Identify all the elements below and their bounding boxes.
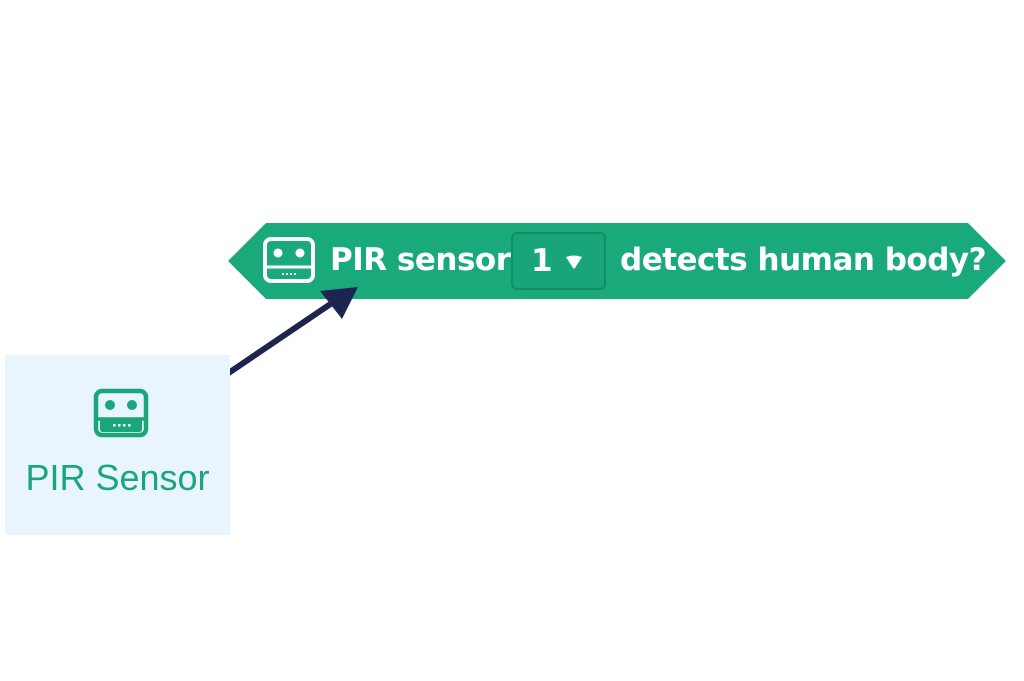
- category-pir-sensor[interactable]: PIR Sensor: [5, 355, 230, 535]
- block-label-suffix: detects human body?: [620, 242, 987, 278]
- pir-sensor-detects-block[interactable]: PIR sensor 1 detects human body?: [228, 223, 1006, 299]
- pir-sensor-icon: [93, 388, 149, 438]
- dropdown-value: 1: [531, 243, 553, 279]
- pir-sensor-icon: [263, 237, 315, 283]
- block-hexagon-shape: [228, 223, 1006, 299]
- sensor-port-dropdown[interactable]: 1: [511, 232, 606, 290]
- category-label: PIR Sensor: [25, 457, 210, 498]
- dropdown-arrow-icon: [566, 255, 582, 269]
- block-label-prefix: PIR sensor: [330, 242, 511, 278]
